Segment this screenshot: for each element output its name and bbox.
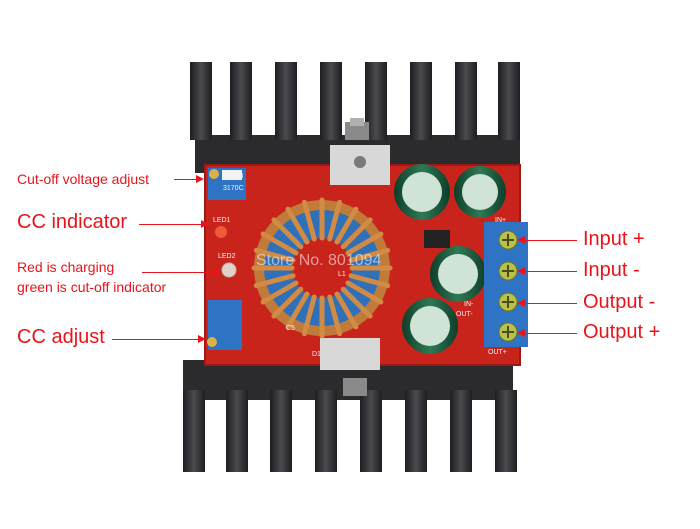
copper-winding bbox=[327, 294, 343, 337]
copper-winding bbox=[285, 291, 310, 330]
output-minus-pointer-line bbox=[525, 303, 577, 304]
cutoff-potentiometer bbox=[208, 168, 246, 200]
label-cc-indicator: CC indicator bbox=[17, 211, 128, 233]
top-heatsink-fins bbox=[190, 62, 520, 140]
label-cutoff-voltage-adjust: Cut-off voltage adjust bbox=[17, 171, 150, 187]
copper-winding bbox=[334, 291, 359, 330]
heatsink-fin bbox=[230, 62, 252, 140]
copper-winding bbox=[348, 247, 391, 263]
cc-indicator-pointer-line bbox=[139, 224, 201, 225]
copper-winding bbox=[345, 231, 384, 256]
cc-adjust-pointer-line bbox=[112, 339, 198, 340]
capacitors bbox=[394, 164, 506, 354]
top-heatsink bbox=[190, 62, 520, 173]
copper-winding bbox=[345, 280, 384, 305]
output-plus-pointer-line bbox=[525, 333, 577, 334]
toroid-inductor bbox=[251, 197, 393, 339]
cutoff-pointer-line bbox=[174, 179, 196, 180]
input-plus-arrow-icon bbox=[517, 236, 525, 244]
heatsink-fin bbox=[190, 62, 212, 140]
copper-winding bbox=[327, 199, 343, 242]
led-arrow-icon bbox=[214, 268, 222, 276]
copper-winding bbox=[340, 217, 373, 250]
heatsink-fin bbox=[270, 390, 292, 472]
control-ic bbox=[424, 230, 450, 248]
heatsink-fin bbox=[183, 390, 205, 472]
copper-winding bbox=[348, 273, 391, 289]
charge-led bbox=[221, 262, 237, 278]
store-watermark: Store No. 801094 bbox=[256, 252, 382, 269]
heatsink-fin bbox=[455, 62, 477, 140]
bottom-heatsink-fins bbox=[183, 390, 517, 472]
led1-label: LED1 bbox=[213, 217, 231, 224]
heatsink-fin bbox=[315, 390, 337, 472]
copper-winding bbox=[301, 199, 317, 242]
cc-led bbox=[215, 226, 227, 238]
pot-label: W 103 bbox=[223, 173, 243, 180]
pot-code-label: 3170C bbox=[223, 185, 244, 192]
in-minus-silk: IN- bbox=[464, 301, 474, 308]
output-minus-arrow-icon bbox=[517, 299, 525, 307]
bottom-heatsink bbox=[183, 360, 517, 472]
copper-winding bbox=[285, 206, 310, 245]
heatsink-fin bbox=[450, 390, 472, 472]
in-plus-silk: IN+ bbox=[495, 217, 506, 224]
copper-winding bbox=[260, 231, 299, 256]
input-minus-arrow-icon bbox=[517, 267, 525, 275]
d1-silk: D1 bbox=[312, 351, 321, 358]
heatsink-fin bbox=[320, 62, 342, 140]
heatsink-fin bbox=[495, 390, 517, 472]
label-input-minus: Input - bbox=[583, 259, 640, 281]
label-output-plus: Output + bbox=[583, 321, 661, 343]
heatsink-fin bbox=[365, 62, 387, 140]
heatsink-fin bbox=[275, 62, 297, 140]
out-minus-silk: OUT- bbox=[456, 311, 473, 318]
bottom-diode bbox=[320, 338, 380, 370]
c5-silk: C5 bbox=[286, 325, 295, 332]
cutoff-arrow-icon bbox=[196, 175, 204, 183]
label-red-charging: Red is charging bbox=[17, 259, 115, 275]
copper-winding bbox=[253, 273, 296, 289]
heatsink-fin bbox=[498, 62, 520, 140]
led-pointer-line bbox=[142, 272, 214, 273]
output-plus-arrow-icon bbox=[517, 329, 525, 337]
label-input-plus: Input + bbox=[583, 228, 645, 250]
cc-indicator-arrow-icon bbox=[201, 220, 209, 228]
toroid-windings bbox=[251, 197, 393, 339]
l1-silk: L1 bbox=[338, 271, 346, 278]
cc-adjust-arrow-icon bbox=[198, 335, 206, 343]
heatsink-fin bbox=[360, 390, 382, 472]
label-green-cutoff: green is cut-off indicator bbox=[17, 279, 167, 295]
out-plus-silk: OUT+ bbox=[488, 349, 507, 356]
heatsink-fin bbox=[410, 62, 432, 140]
copper-winding bbox=[253, 247, 296, 263]
cc-potentiometer bbox=[207, 300, 242, 350]
copper-winding bbox=[260, 280, 299, 305]
copper-winding bbox=[334, 206, 359, 245]
heatsink-fin bbox=[226, 390, 248, 472]
label-output-minus: Output - bbox=[583, 291, 656, 313]
copper-winding bbox=[340, 286, 373, 319]
label-cc-adjust: CC adjust bbox=[17, 326, 105, 348]
input-minus-pointer-line bbox=[525, 271, 577, 272]
heatsink-fin bbox=[405, 390, 427, 472]
copper-winding bbox=[301, 294, 317, 337]
input-plus-pointer-line bbox=[525, 240, 577, 241]
copper-winding bbox=[271, 217, 304, 250]
copper-winding bbox=[271, 286, 304, 319]
led2-label: LED2 bbox=[218, 253, 236, 260]
